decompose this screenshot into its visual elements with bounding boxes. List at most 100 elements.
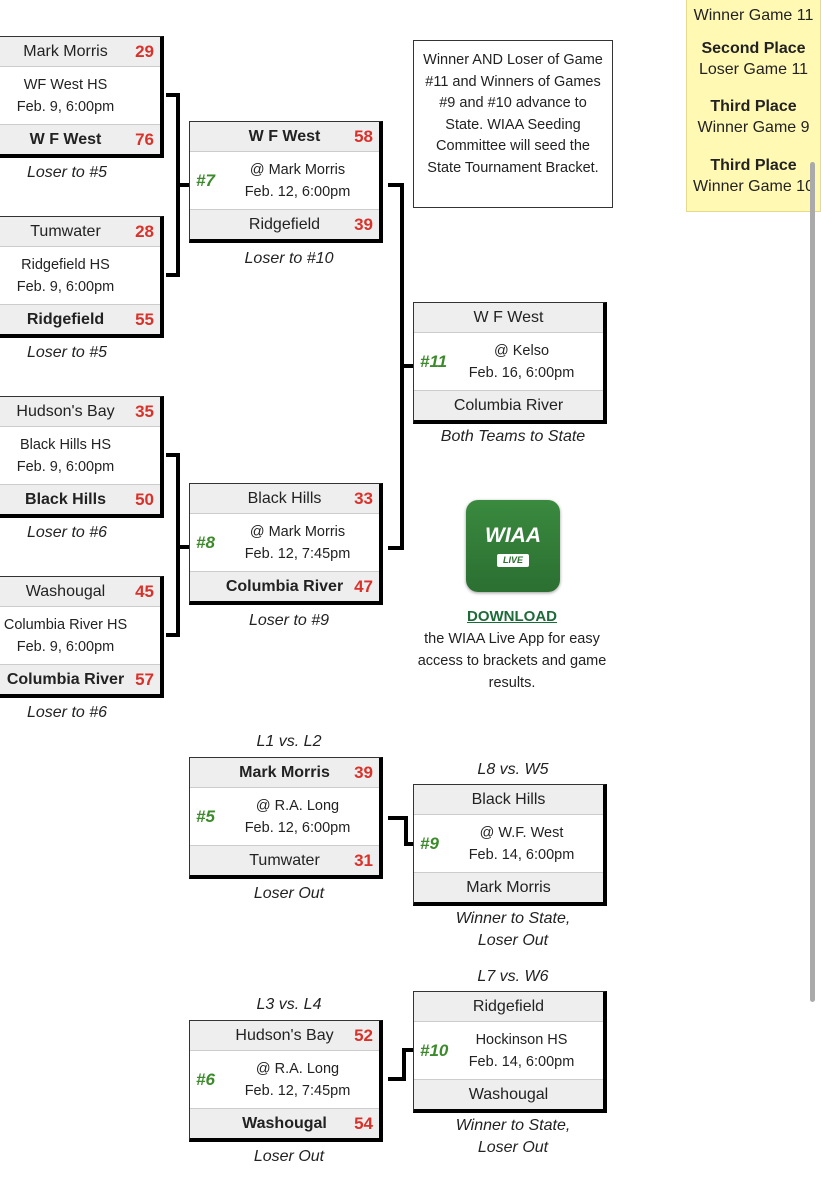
connector (404, 816, 408, 846)
game-10: Ridgefield #10 Hockinson HS Feb. 14, 6:00… (413, 991, 607, 1113)
second-place-title: Second Place (701, 40, 806, 57)
connector (388, 546, 402, 550)
game-time: Feb. 9, 6:00pm (16, 98, 115, 115)
team-name: Mark Morris (23, 42, 108, 60)
team-score: 39 (354, 214, 373, 234)
connector (400, 364, 414, 368)
team-score: 33 (354, 488, 373, 508)
game-location: @ Kelso (493, 342, 550, 359)
game-4-bottom-team: Columbia River 57 (0, 664, 160, 694)
team-name: Ridgefield (248, 215, 321, 233)
connector (388, 1077, 406, 1081)
game-5-header: L1 vs. L2 (256, 733, 322, 750)
game-7-top-team: W F West 58 (190, 122, 379, 152)
game-9-header: L8 vs. W5 (477, 761, 549, 778)
team-name: Mark Morris (466, 878, 551, 896)
game-time: Feb. 9, 6:00pm (16, 278, 115, 295)
team-name: Washougal (242, 1114, 327, 1132)
scrollbar[interactable] (810, 162, 815, 1002)
team-name: Mark Morris (239, 763, 330, 781)
game-time: Feb. 14, 6:00pm (468, 1053, 575, 1070)
connector (166, 273, 178, 277)
game-10-note-line1: Winner to State, (455, 1117, 571, 1134)
team-score: 52 (354, 1025, 373, 1045)
game-1-bottom-team: W F West 76 (0, 124, 160, 154)
team-name: W F West (473, 308, 544, 326)
download-description: the WIAA Live App for easy access to bra… (417, 631, 607, 691)
team-name: Columbia River (6, 670, 125, 688)
game-2-note: Loser to #5 (26, 344, 108, 361)
game-9-note-line1: Winner to State, (455, 910, 571, 927)
team-score: 55 (135, 309, 154, 329)
download-link[interactable]: DOWNLOAD (467, 608, 557, 625)
connector (388, 816, 406, 820)
team-score: 39 (354, 762, 373, 782)
game-9-note-line2: Loser Out (477, 932, 549, 949)
game-location: @ Mark Morris (249, 523, 346, 540)
game-time: Feb. 9, 6:00pm (16, 458, 115, 475)
game-2-top-team: Tumwater 28 (0, 217, 160, 247)
connector (402, 1048, 406, 1081)
team-name: Tumwater (249, 851, 320, 869)
game-8-note: Loser to #9 (248, 612, 330, 629)
second-place: Second Place Loser Game 11 (687, 38, 820, 80)
game-time: Feb. 14, 6:00pm (468, 846, 575, 863)
game-5-top-team: Mark Morris 39 (190, 758, 379, 788)
third-place-2-title: Third Place (710, 157, 797, 174)
game-3-note: Loser to #6 (26, 524, 108, 541)
game-7-note: Loser to #10 (244, 250, 334, 267)
game-3-bottom-team: Black Hills 50 (0, 484, 160, 514)
third-place-2-value: Winner Game 10 (693, 178, 814, 195)
wiaa-live-app-icon[interactable]: WIAA LIVE (466, 500, 560, 592)
placing-panel: Winner Game 11 Second Place Loser Game 1… (686, 0, 821, 212)
game-1-note: Loser to #5 (26, 164, 108, 181)
connector (166, 633, 178, 637)
game-location: @ W.F. West (479, 824, 564, 841)
game-number: #10 (420, 1040, 449, 1060)
game-time: Feb. 12, 6:00pm (244, 819, 351, 836)
game-time: Feb. 12, 7:45pm (244, 1082, 351, 1099)
game-10-note: Winner to State, Loser Out (413, 1115, 613, 1159)
third-place-1: Third Place Winner Game 9 (687, 96, 820, 138)
connector (166, 453, 178, 457)
game-location: @ R.A. Long (255, 1060, 340, 1077)
team-name: W F West (248, 127, 321, 145)
game-10-bottom-team: Washougal (414, 1079, 603, 1109)
game-6-bottom-team: Washougal 54 (190, 1108, 379, 1138)
team-score: 31 (354, 850, 373, 870)
game-location: Black Hills HS (19, 436, 112, 453)
game-6-note: Loser Out (253, 1148, 325, 1165)
game-11-note: Both Teams to State (440, 428, 586, 445)
game-location: Hockinson HS (475, 1031, 568, 1048)
third-place-2: Third Place Winner Game 10 (687, 155, 820, 197)
game-10-top-team: Ridgefield (414, 992, 603, 1022)
team-score: 76 (135, 129, 154, 149)
team-name: Black Hills (25, 490, 106, 508)
game-5-note: Loser Out (253, 885, 325, 902)
game-9-bottom-team: Mark Morris (414, 872, 603, 902)
game-time: Feb. 12, 6:00pm (244, 183, 351, 200)
team-score: 58 (354, 126, 373, 146)
wiaa-logo: WIAA (485, 524, 541, 547)
game-2-bottom-team: Ridgefield 55 (0, 304, 160, 334)
team-score: 28 (135, 221, 154, 241)
team-name: Hudson's Bay (235, 1026, 334, 1044)
game-10-header: L7 vs. W6 (477, 968, 549, 985)
game-6-header: L3 vs. L4 (256, 996, 322, 1013)
second-place-value: Loser Game 11 (698, 61, 809, 78)
game-number: #9 (420, 833, 439, 853)
connector (166, 93, 178, 97)
game-10-note-line2: Loser Out (477, 1139, 549, 1156)
